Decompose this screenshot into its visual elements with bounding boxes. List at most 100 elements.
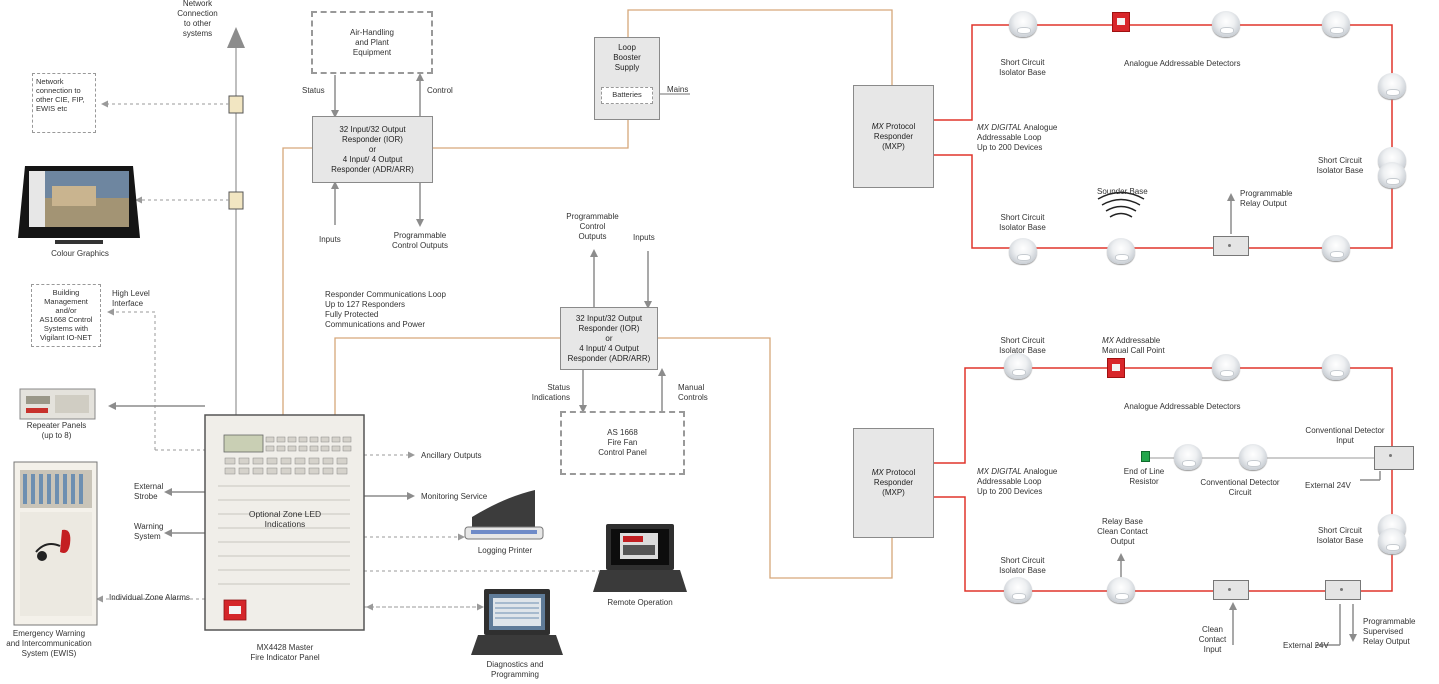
mains-label: Mains <box>667 85 689 94</box>
mx-digital-top-text: Analogue Addressable Loop Up to 200 Devi… <box>977 123 1058 152</box>
high-level-label: High Level Interface <box>112 289 150 308</box>
sounder-base-detector <box>1107 238 1135 264</box>
sc-iso-label-1: Short Circuit Isolator Base <box>999 58 1046 77</box>
air-handling-box: Air-Handling and Plant Equipment <box>311 11 433 74</box>
analogue-top-label: Analogue Addressable Detectors <box>1124 59 1241 68</box>
sc-iso-label-4: Short Circuit Isolator Base <box>999 336 1046 355</box>
prog-supervised-label: Programmable Supervised Relay Output <box>1363 617 1416 646</box>
ewis-cabinet-image <box>13 461 98 626</box>
conventional-detector <box>1239 444 1267 470</box>
ext24-label-1: External 24V <box>1305 481 1351 490</box>
conventional-detector <box>1174 444 1202 470</box>
solid-arrows <box>108 73 1381 646</box>
detector <box>1322 354 1350 380</box>
relay-base-label: Relay Base Clean Contact Output <box>1097 517 1148 546</box>
network-connection-label: Network Connection to other systems <box>177 0 218 38</box>
end-of-line-resistor <box>1141 451 1150 462</box>
manual-call-point <box>1107 358 1125 378</box>
detector <box>1322 11 1350 37</box>
mx-digital-top-italic: MX DIGITAL <box>977 123 1022 132</box>
detector <box>1004 577 1032 603</box>
sc-iso-label-5: Short Circuit Isolator Base <box>1316 526 1364 545</box>
relay-base-detector <box>1107 577 1135 603</box>
mxp-responder-bottom: MX Protocol Responder (MXP) <box>853 428 934 538</box>
individual-zone-label: Individual Zone Alarms <box>109 593 190 602</box>
batteries-box: Batteries <box>601 87 653 104</box>
diagnostics-laptop-image <box>471 589 563 655</box>
responder-comm-loop <box>282 9 893 579</box>
addressable-loop-top <box>934 24 1393 249</box>
addressable-loop-bottom <box>934 367 1393 592</box>
mx4428-panel-image <box>204 414 365 631</box>
manual-call-point <box>1112 12 1130 32</box>
repeater-label: Repeater Panels (up to 8) <box>26 421 87 440</box>
eol-resistor-label: End of Line Resistor <box>1123 467 1165 486</box>
status-label: Status <box>302 86 325 95</box>
as1668-panel-box: AS 1668 Fire Fan Control Panel <box>560 411 685 475</box>
ancillary-label: Ancillary Outputs <box>421 451 482 460</box>
clean-contact-input-module <box>1213 580 1249 600</box>
mx-addressable-text: Addressable Manual Call Point <box>1102 336 1165 355</box>
mxp-responder-top: MX Protocol Responder (MXP) <box>853 85 934 188</box>
inputs-top-label: Inputs <box>319 235 341 244</box>
status-indications-label: Status Indications <box>531 383 570 402</box>
detector <box>1009 238 1037 264</box>
sounder-base-label: Sounder Base <box>1097 187 1148 196</box>
clean-contact-label: Clean Contact Input <box>1198 625 1227 654</box>
mxp-bottom-italic: MX <box>871 468 884 477</box>
colour-graphics-monitor <box>18 166 140 244</box>
supervised-relay-module <box>1325 580 1361 600</box>
detector <box>1004 353 1032 379</box>
colour-graphics-label: Colour Graphics <box>51 249 109 258</box>
remote-laptop-image <box>593 524 687 592</box>
detector <box>1009 11 1037 37</box>
mx-addressable-label: MX Addressable Manual Call Point <box>1102 336 1165 356</box>
mx-addressable-italic: MX <box>1102 336 1114 345</box>
ior-responder-top: 32 Input/32 Output Responder (IOR) or 4 … <box>312 116 433 183</box>
detector <box>1378 73 1406 99</box>
sc-iso-label-2: Short Circuit Isolator Base <box>1316 156 1364 175</box>
network-cie-box: Network connection to other CIE, FIP, EW… <box>32 73 96 133</box>
ewis-label: Emergency Warning and Intercommunication… <box>6 629 92 658</box>
sc-iso-label-6: Short Circuit Isolator Base <box>999 556 1046 575</box>
detector <box>1378 162 1406 188</box>
mx-digital-top-label: MX DIGITAL Analogue Addressable Loop Up … <box>977 123 1057 153</box>
ior-responder-mid: 32 Input/32 Output Responder (IOR) or 4 … <box>560 307 658 370</box>
mx-digital-bottom-label: MX DIGITAL Analogue Addressable Loop Up … <box>977 467 1057 497</box>
warning-system-label: Warning System <box>134 522 164 541</box>
ext24-label-2: External 24V <box>1283 641 1329 650</box>
detector <box>1322 235 1350 261</box>
prog-ctrl-mid-label: Programmable Control Outputs <box>566 212 619 241</box>
detector <box>1212 354 1240 380</box>
relay-module <box>1213 236 1249 256</box>
mx-digital-bottom-italic: MX DIGITAL <box>977 467 1022 476</box>
mx-digital-bottom-text: Analogue Addressable Loop Up to 200 Devi… <box>977 467 1058 496</box>
mxp-top-label: Protocol Responder (MXP) <box>873 121 916 151</box>
loop-booster-supply: Loop Booster Supply <box>594 37 660 120</box>
conv-input-label: Conventional Detector Input <box>1305 426 1385 445</box>
repeater-panel-image <box>19 388 96 420</box>
sc-iso-label-3: Short Circuit Isolator Base <box>999 213 1046 232</box>
logging-printer-label: Logging Printer <box>477 546 533 555</box>
conv-circuit-label: Conventional Detector Circuit <box>1200 478 1280 497</box>
remote-operation-label: Remote Operation <box>607 598 673 607</box>
mxp-bottom-label: Protocol Responder (MXP) <box>873 468 916 497</box>
logging-printer-image <box>464 490 544 540</box>
control-label: Control <box>427 86 453 95</box>
conventional-input-module <box>1374 446 1414 470</box>
manual-controls-label: Manual Controls <box>678 383 708 402</box>
optional-zone-label: Optional Zone LED Indications <box>248 509 322 529</box>
prog-ctrl-top-label: Programmable Control Outputs <box>391 231 449 250</box>
mxp-top-italic: MX <box>871 121 884 131</box>
loop-booster-label: Loop Booster Supply <box>613 43 641 72</box>
network-mast <box>227 27 245 415</box>
sounder-waves <box>1097 191 1145 218</box>
dashed-links <box>96 100 606 611</box>
prog-relay-label: Programmable Relay Output <box>1240 189 1293 208</box>
monitoring-label: Monitoring Service <box>421 492 488 501</box>
detector <box>1378 528 1406 554</box>
detector <box>1212 11 1240 37</box>
responder-loop-label: Responder Communications Loop Up to 127 … <box>325 290 446 329</box>
bms-box: Building Management and/or AS1668 Contro… <box>31 284 101 347</box>
